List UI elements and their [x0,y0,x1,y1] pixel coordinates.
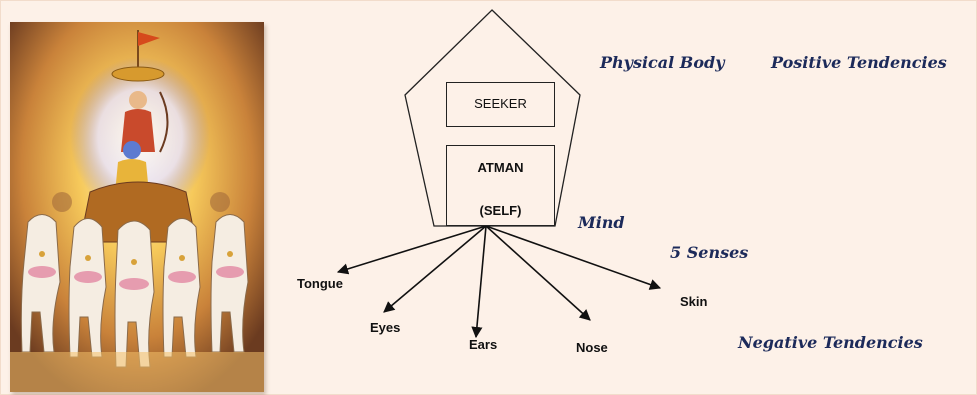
seeker-label: SEEKER [447,96,554,111]
atman-box: ATMAN (SELF) [446,145,555,226]
sense-tongue-label: Tongue [297,276,343,291]
sense-nose-label: Nose [576,340,608,355]
mind-label: Mind [578,213,625,232]
physical-body-label: Physical Body [600,53,724,72]
sense-ears-label: Ears [469,337,497,352]
sense-eyes-label: Eyes [370,320,400,335]
atman-label: ATMAN [447,160,554,175]
negative-tendencies-label: Negative Tendencies [738,333,923,352]
sense-skin-label: Skin [680,294,707,309]
five-senses-label: 5 Senses [670,243,748,262]
seeker-box: SEEKER [446,82,555,127]
self-label: (SELF) [447,203,554,218]
arrow-to-ears [476,226,486,337]
arrow-to-nose [486,226,590,320]
arrow-to-eyes [384,226,486,312]
arrow-to-skin [486,226,660,288]
positive-tendencies-label: Positive Tendencies [771,53,947,72]
arrow-to-tongue [338,226,486,272]
